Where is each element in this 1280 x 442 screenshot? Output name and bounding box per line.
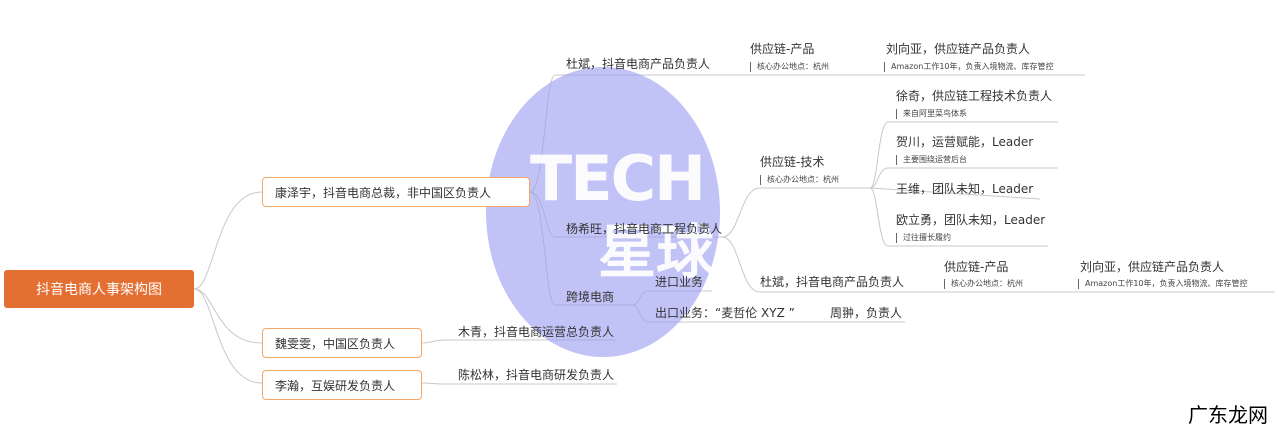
note-gyl-product-2: 核心办公地点：杭州 [944, 279, 1023, 289]
node-du-bin[interactable]: 杜斌，抖音电商产品负责人 [566, 57, 711, 71]
node-wang-wei[interactable]: 王维，团队未知，Leader [896, 182, 1034, 196]
node-wei-wenwen[interactable]: 魏雯雯，中国区负责人 [262, 328, 422, 358]
node-yang-xiwang[interactable]: 杨希旺，抖音电商工程负责人 [566, 222, 723, 236]
node-du-bin-2[interactable]: 杜斌，抖音电商产品负责人 [760, 275, 905, 289]
watermark-text-star: 星球 [598, 218, 715, 286]
node-chen-songlin[interactable]: 陈松林，抖音电商研发负责人 [458, 368, 615, 382]
note-gyl-product-1: 核心办公地点：杭州 [750, 62, 829, 72]
node-gyl-product-1[interactable]: 供应链-产品 [750, 42, 815, 56]
note-xu-qi: 来自阿里菜鸟体系 [896, 109, 967, 119]
node-import-biz[interactable]: 进口业务 [655, 275, 704, 289]
root-node[interactable]: 抖音电商人事架构图 [4, 270, 194, 308]
node-mu-qing[interactable]: 木青，抖音电商运营总负责人 [458, 325, 615, 339]
note-liu-xiangya-2: Amazon工作10年，负责入境物流、库存管控 [1078, 279, 1248, 289]
note-ou-liyong: 过往擅长履约 [896, 233, 951, 243]
node-li-han[interactable]: 李瀚，互娱研发负责人 [262, 370, 422, 400]
node-gyl-tech[interactable]: 供应链-技术 [760, 155, 825, 169]
watermark-circle [486, 67, 720, 357]
node-xu-qi[interactable]: 徐奇，供应链工程技术负责人 [896, 89, 1053, 103]
node-liu-xiangya-1[interactable]: 刘向亚，供应链产品负责人 [886, 42, 1031, 56]
node-kang-zeyu[interactable]: 康泽宇，抖音电商总裁，非中国区负责人 [262, 177, 530, 207]
node-gyl-product-2[interactable]: 供应链-产品 [944, 260, 1009, 274]
node-kuajing[interactable]: 跨境电商 [566, 290, 615, 304]
node-he-chuan[interactable]: 贺川，运营赋能，Leader [896, 135, 1034, 149]
node-ou-liyong[interactable]: 欧立勇，团队未知，Leader [896, 213, 1046, 227]
node-liu-xiangya-2[interactable]: 刘向亚，供应链产品负责人 [1080, 260, 1225, 274]
brand-logo-text: 广东龙网 [1188, 403, 1268, 427]
note-gyl-tech: 核心办公地点：杭州 [760, 175, 839, 185]
note-liu-xiangya-1: Amazon工作10年，负责入境物流、库存管控 [884, 62, 1054, 72]
note-he-chuan: 主要围绕运营后台 [896, 155, 967, 165]
node-export-biz[interactable]: 出口业务：“麦哲伦 XYZ ” [655, 306, 795, 320]
node-zhou-chong[interactable]: 周翀，负责人 [830, 306, 903, 320]
watermark-text-tech: TECH [530, 142, 706, 215]
